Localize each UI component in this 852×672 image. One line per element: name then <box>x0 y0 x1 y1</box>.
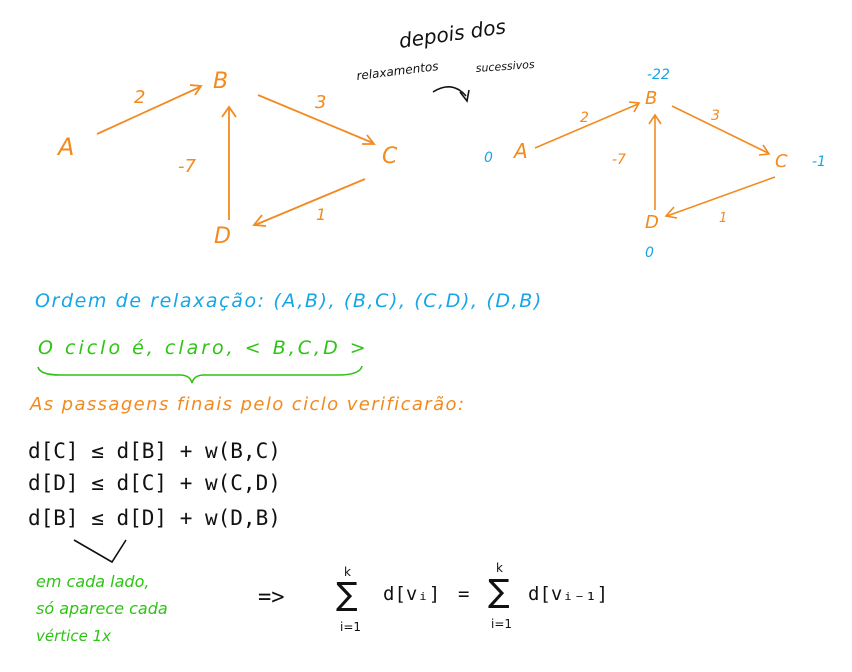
node-a-right: A <box>512 139 528 163</box>
weight-b-c-left: 3 <box>315 92 326 113</box>
node-d-right: D <box>645 212 659 233</box>
sigma-right-icon: ∑ <box>488 572 510 610</box>
weight-c-d-left: 1 <box>316 205 326 224</box>
relaxation-order: Ordem de relaxação: (A,B), (B,C), (C,D),… <box>35 290 543 312</box>
edge-c-d-right <box>666 176 776 217</box>
edge-d-b-left-head <box>221 105 237 118</box>
graph-left: A B C D 2 3 1 -7 <box>56 69 398 249</box>
edge-b-c-left-head <box>362 134 376 145</box>
implies-arrow: => <box>258 585 285 610</box>
sum-upper-left: k <box>344 565 351 579</box>
inequality-1: d[C] ≤ d[B] + w(B,C) <box>28 439 281 463</box>
sigma-left-icon: ∑ <box>336 575 358 613</box>
distance-d: 0 <box>645 245 654 261</box>
curved-arrow <box>432 86 467 97</box>
sum-upper-right: k <box>496 561 503 575</box>
graph-right: A B C D 2 3 1 -7 0 -22 -1 0 <box>484 67 826 261</box>
curved-arrow-head <box>459 89 470 103</box>
weight-d-b-right: -7 <box>612 152 626 168</box>
sum-lower-right: i=1 <box>491 617 512 631</box>
cycle-underbrace <box>37 365 363 384</box>
edge-a-b-left <box>96 86 201 135</box>
note-line-2: relaxamentos <box>356 59 440 83</box>
edge-d-b-right-head <box>648 113 662 125</box>
distance-b: -22 <box>647 67 670 83</box>
passagens-text: As passagens finais pelo ciclo verificar… <box>29 394 465 415</box>
note-text-2: só aparece cada <box>36 599 168 618</box>
edge-a-b-right <box>534 103 639 149</box>
distance-c: -1 <box>812 154 826 170</box>
edge-b-c-left <box>257 94 374 144</box>
edge-c-d-left-head <box>252 214 267 227</box>
node-c-right: C <box>775 151 788 172</box>
weight-b-c-right: 3 <box>711 108 720 124</box>
edge-c-d-right-head <box>664 206 678 219</box>
sum-formula: k ∑ i=1 d[vᵢ] = k ∑ i=1 d[vᵢ₋₁] <box>336 561 608 634</box>
inequality-3: d[B] ≤ d[D] + w(D,B) <box>28 506 281 530</box>
node-c-left: C <box>382 144 398 169</box>
note-line-1: depois dos <box>397 14 507 53</box>
note-line-3: sucessivos <box>475 58 535 75</box>
note-annotation: depois dos relaxamentos sucessivos <box>356 14 535 103</box>
sum-rhs-term: d[vᵢ₋₁] <box>528 583 608 605</box>
pointer-stroke <box>73 539 127 564</box>
weight-a-b-left: 2 <box>134 87 145 108</box>
sum-equals: = <box>458 583 469 605</box>
sum-lhs-term: d[vᵢ] <box>383 583 440 605</box>
inequality-2: d[D] ≤ d[C] + w(C,D) <box>28 471 281 495</box>
weight-a-b-right: 2 <box>580 110 589 126</box>
node-b-right: B <box>645 88 657 109</box>
edge-a-b-right-head <box>628 101 641 113</box>
node-d-left: D <box>214 224 231 249</box>
node-a-left: A <box>56 133 74 161</box>
edge-b-c-right <box>671 105 769 154</box>
distance-a: 0 <box>484 150 493 166</box>
weight-d-b-left: -7 <box>178 156 196 177</box>
node-b-left: B <box>213 69 228 94</box>
edge-b-c-right-head <box>758 144 771 156</box>
weight-c-d-right: 1 <box>719 211 727 226</box>
sum-lower-left: i=1 <box>340 620 361 634</box>
cycle-statement: O ciclo é, claro, < B,C,D > <box>38 337 369 359</box>
note-text-3: vértice 1x <box>36 627 111 645</box>
edge-c-d-left <box>254 178 366 226</box>
note-text-1: em cada lado, <box>36 572 149 591</box>
edge-a-b-left-head <box>189 84 203 96</box>
